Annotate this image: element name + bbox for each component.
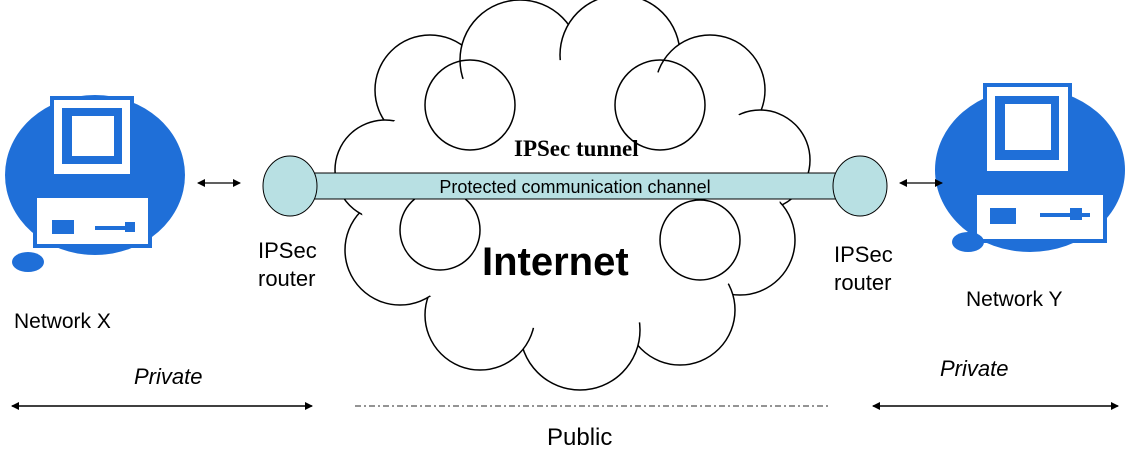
- right-router-label-1: IPSec: [834, 242, 893, 267]
- right-computer-icon: [935, 83, 1125, 252]
- left-router-label-1: IPSec: [258, 238, 317, 263]
- internet-label: Internet: [482, 240, 629, 284]
- tunnel-title: IPSec tunnel: [514, 136, 639, 161]
- left-computer-icon: [5, 95, 185, 272]
- right-router-label-2: router: [834, 270, 892, 295]
- network-x-label: Network X: [14, 310, 111, 333]
- right-router: [832, 155, 888, 217]
- network-y-label: Network Y: [966, 288, 1063, 311]
- left-router-label-2: router: [258, 266, 316, 291]
- left-router: [262, 155, 318, 217]
- right-private-label: Private: [940, 356, 1009, 381]
- left-private-label: Private: [134, 364, 203, 389]
- public-label: Public: [547, 424, 613, 451]
- channel-label: Protected communication channel: [350, 176, 800, 198]
